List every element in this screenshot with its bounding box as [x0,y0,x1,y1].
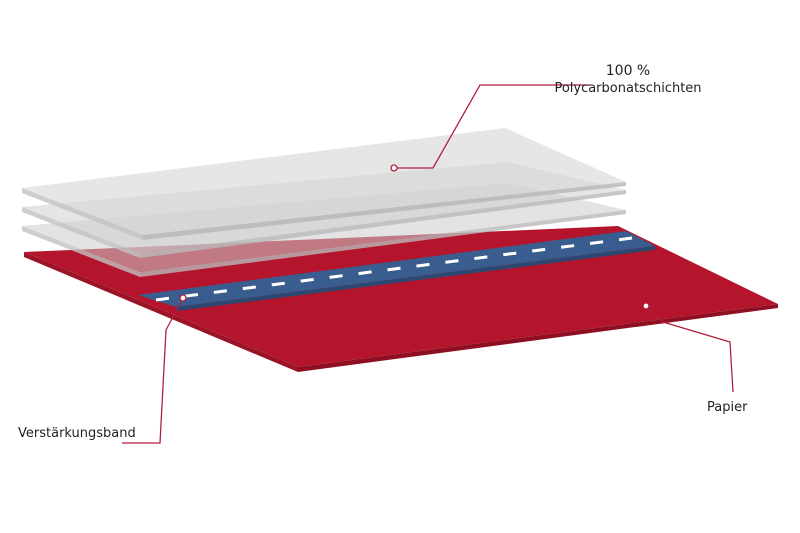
band-stitch-dash [445,259,459,264]
band-stitch-dash [242,285,256,291]
band-stitch-dash [532,247,546,253]
polycarbonate-sheet-top [22,128,626,240]
band-front-edge [176,246,655,311]
polycarbonate-label-line1: 100 % [605,63,651,79]
reinforcement-band [138,231,655,311]
leader-anchor-dots [179,164,650,310]
band-stitch-dash [155,296,170,302]
band-leader [122,299,183,444]
band-stitch-dash [387,266,401,272]
paper-left-edge [24,252,298,372]
leader-lines [122,84,734,444]
band-stitch-dash [300,277,314,283]
band-stitch-dash [416,262,430,268]
paper-front-edge [298,304,778,372]
band-stitch-dash [618,236,633,242]
band-stitch-dash [589,240,604,245]
polycarbonate-leader [396,84,590,169]
polycarbonate-layers [22,128,626,277]
band-stitch-dash [560,244,575,249]
band-anchor-dot [179,294,187,302]
polycarbonate-label: 100 % Polycarbonatschichten [538,63,718,97]
band-stitch-dash [503,251,517,257]
reinforcement-band-label: Verstärkungsband [18,426,136,441]
band-stitch-dash [213,289,228,294]
band-stitch-dash [184,293,199,298]
paper-leader [647,306,734,393]
band-stitch-dash [358,270,372,276]
paper-label: Papier [707,400,748,415]
band-stitch-dash [474,255,488,261]
paper-anchor-dot [642,302,650,310]
polycarbonate-anchor-dot [390,164,398,172]
polycarbonate-label-line2: Polycarbonatschichten [554,80,702,96]
band-stitch-dash [271,281,285,287]
band-stitching [155,236,633,302]
band-stitch-dash [329,274,343,279]
